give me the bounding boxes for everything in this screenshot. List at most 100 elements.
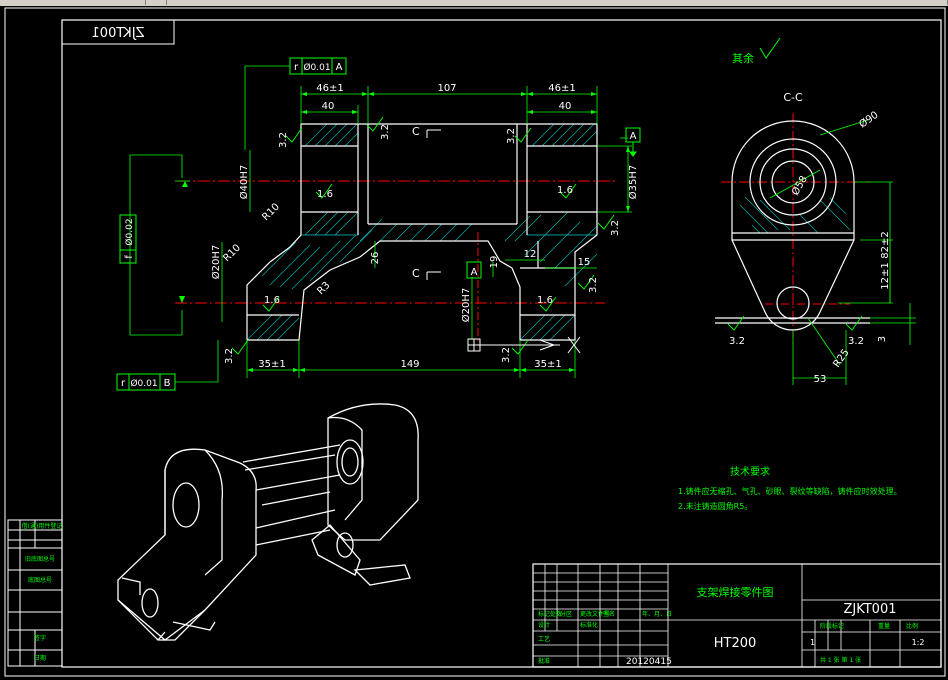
isometric-view[interactable] <box>117 403 419 641</box>
dim-40-left: 40 <box>322 101 335 112</box>
tb-row-label: 处数 <box>550 610 562 618</box>
tb-sheets: 共 1 张 第 1 张 <box>820 656 861 664</box>
dim-46-right: 46±1 <box>548 83 575 94</box>
part-outline <box>246 123 598 341</box>
roughness-3-2: 3.2 <box>501 347 512 363</box>
dim-19: 19 <box>489 256 500 269</box>
tb-date: 20120415 <box>626 657 672 667</box>
tolerance-parallel-top: r Ø0.01 A <box>289 57 347 75</box>
roughness-values: 3.2 3.2 3.2 1.6 1.6 3.2 3.2 1.6 1.6 3.2 … <box>224 124 621 364</box>
tech-req-title: 技术要求 <box>730 465 770 478</box>
side-hatch <box>739 196 851 234</box>
datum-a-label: A <box>630 131 637 142</box>
tol-value: Ø0.01 <box>130 378 157 389</box>
tb-material: HT200 <box>714 636 757 651</box>
dim-12-side: 12±1 <box>880 262 891 289</box>
dim-d40h7: Ø40H7 <box>238 165 250 199</box>
side-dimension-texts: Ø90 Ø58 82±2 12±1 3 R25 53 <box>789 109 891 385</box>
roughness-3-2: 3.2 <box>506 128 517 144</box>
roughness-3-2: 3.2 <box>278 132 289 148</box>
dimension-arrows <box>179 92 630 372</box>
tb-row-label: 年、月、日 <box>642 610 672 618</box>
left-cell: 旧底图总号 <box>25 555 55 563</box>
tb-row-label: 签名 <box>603 610 615 618</box>
section-marks: C C <box>412 125 441 280</box>
toolbar-segment <box>0 0 146 5</box>
dim-15: 15 <box>578 257 591 268</box>
tb-drawing-no: ZJKT001 <box>843 602 896 617</box>
section-label-cc: C-C <box>783 91 803 104</box>
dim-r25: R25 <box>831 347 851 369</box>
dim-40-right: 40 <box>559 101 572 112</box>
side-section-view[interactable]: C-C <box>715 91 916 385</box>
tol-symbol: r <box>294 62 299 73</box>
tb-stage-value: 1 <box>810 638 815 647</box>
dim-d20h7-mid: Ø20H7 <box>460 288 472 322</box>
section-mark-top: C <box>412 125 420 138</box>
roughness-1-6: 1.6 <box>264 295 280 306</box>
tb-stage: 阶段标记 <box>820 622 844 630</box>
dim-d20h7-left: Ø20H7 <box>210 245 222 279</box>
toolbar-segment <box>146 0 167 5</box>
tech-req-item-2: 2.未注铸造圆角R5。 <box>678 501 752 511</box>
left-cell: 签字 <box>34 634 46 642</box>
dim-d90: Ø90 <box>857 109 881 131</box>
dim-35-left: 35±1 <box>258 359 285 370</box>
dim-107: 107 <box>437 83 456 94</box>
dim-12: 12 <box>524 249 537 260</box>
dim-26: 26 <box>370 252 381 265</box>
tb-weight: 重量 <box>878 622 890 630</box>
code-stamp-text: ZJKT001 <box>91 26 144 41</box>
tb-process: 工艺 <box>538 635 550 643</box>
tol-symbol: f <box>124 255 135 259</box>
front-section-view[interactable]: 46±1 107 46±1 40 40 35±1 149 35±1 Ø40H7 … <box>116 57 641 391</box>
tol-datum: A <box>336 62 343 73</box>
roughness-1-6: 1.6 <box>537 295 553 306</box>
dim-35-right: 35±1 <box>534 359 561 370</box>
datum-a-arrow <box>629 142 637 157</box>
dim-3: 3 <box>877 336 888 342</box>
hatch-lines <box>300 123 598 236</box>
tol-value: Ø0.01 <box>303 62 330 73</box>
left-cell: 日期 <box>34 654 46 662</box>
left-side-block: 借(通)用件登记 旧底图总号 底图总号 签字 日期 <box>7 519 63 667</box>
side-outline <box>715 120 870 331</box>
dim-r10-lower: R10 <box>221 242 243 264</box>
ucs-icon <box>466 261 581 354</box>
dim-r10-upper: R10 <box>260 201 282 223</box>
tb-standard: 标准化 <box>580 621 598 629</box>
roughness-3-2: 3.2 <box>380 124 391 140</box>
tb-scale: 1:2 <box>912 638 925 647</box>
roughness-3-2: 3.2 <box>848 336 864 347</box>
tb-designer: 设计 <box>538 621 550 629</box>
tech-req-item-1: 1.铸件应无缩孔、气孔、砂眼、裂纹等缺陷，铸件应时效处理。 <box>678 486 902 496</box>
dim-149: 149 <box>400 359 419 370</box>
tb-row-label: 更改文件号 <box>580 610 610 618</box>
left-cell: 底图总号 <box>28 576 52 584</box>
tol-symbol: r <box>121 378 126 389</box>
dim-82: 82±2 <box>880 231 891 258</box>
dim-r3: R3 <box>315 280 332 297</box>
tb-approve: 批准 <box>538 657 550 665</box>
tol-value: Ø0.02 <box>124 218 135 245</box>
roughness-3-2: 3.2 <box>224 348 235 364</box>
tb-part-name: 支架焊接零件图 <box>697 585 774 599</box>
title-block: 标记 处数 分区 更改文件号 签名 年、月、日 设计 标准化 工艺 批准 201… <box>532 563 942 668</box>
roughness-3-2: 3.2 <box>588 277 599 293</box>
roughness-note-symbol <box>759 37 781 59</box>
roughness-symbols <box>231 116 615 355</box>
outer-frame <box>4 7 946 677</box>
tol-datum: B <box>164 378 171 389</box>
side-roughness <box>727 315 863 331</box>
side-dimension-lines <box>769 119 916 385</box>
tb-scale-label: 比例 <box>906 622 918 630</box>
roughness-1-6: 1.6 <box>557 185 573 196</box>
dim-46-left: 46±1 <box>316 83 343 94</box>
roughness-3-2: 3.2 <box>610 220 621 236</box>
tolerance-flatness: f Ø0.02 <box>119 214 137 264</box>
left-cell: 借(通)用件登记 <box>22 522 63 530</box>
datum-a-center: A <box>471 267 478 278</box>
roughness-3-2: 3.2 <box>729 336 745 347</box>
dim-53: 53 <box>814 374 827 385</box>
